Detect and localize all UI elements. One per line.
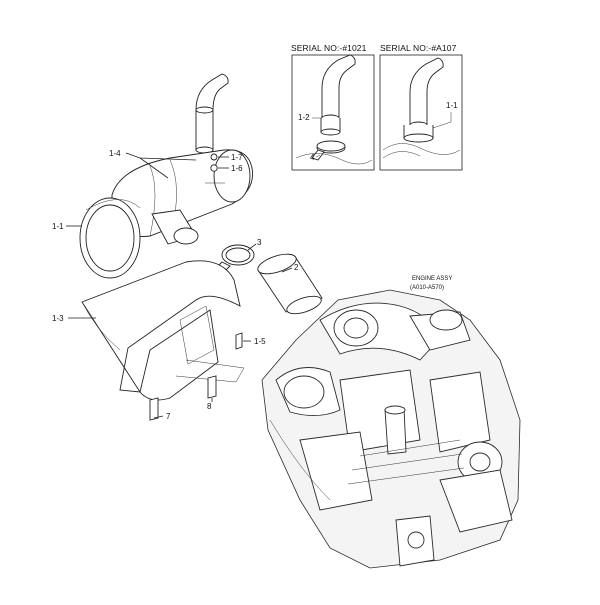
detail-box-serial-a107: SERIAL NO:-#A107 1-1 — [379, 43, 463, 171]
detail-box-serial-1021: SERIAL NO:-#1021 1-2 4 — [291, 43, 375, 171]
callout-labels: 1-4 1-7 1-6 1-1 3 2 1-3 1-5 7 8 — [52, 149, 299, 421]
detail-label-1-2: 1-2 — [298, 113, 310, 122]
callout-1-6: 1-6 — [231, 164, 243, 173]
detail-header-right: SERIAL NO:-#A107 — [380, 43, 457, 53]
callout-3: 3 — [257, 238, 262, 247]
detail-header-left: SERIAL NO:-#1021 — [291, 43, 367, 53]
muffler-assembly — [79, 73, 254, 279]
pipe-part-2 — [257, 253, 323, 315]
callout-1-1: 1-1 — [52, 222, 64, 231]
detail-label-1-1: 1-1 — [446, 101, 458, 110]
leader-lines — [66, 152, 293, 419]
callout-1-5: 1-5 — [254, 337, 266, 346]
callout-1-3: 1-3 — [52, 314, 64, 323]
engine-assembly — [261, 289, 521, 569]
detail-label-4: 4 — [310, 153, 315, 162]
callout-8: 8 — [207, 402, 212, 411]
engine-label-line-1: ENGINE ASSY — [412, 276, 452, 282]
callout-2: 2 — [294, 263, 299, 272]
bracket-part-1-3 — [81, 260, 245, 421]
callout-1-7: 1-7 — [231, 153, 243, 162]
engine-label-line-2: (A010-A570) — [410, 285, 444, 291]
callout-1-4: 1-4 — [109, 149, 121, 158]
engine-assy-label: ENGINE ASSY (A010-A570) — [410, 276, 452, 291]
callout-7: 7 — [166, 412, 171, 421]
